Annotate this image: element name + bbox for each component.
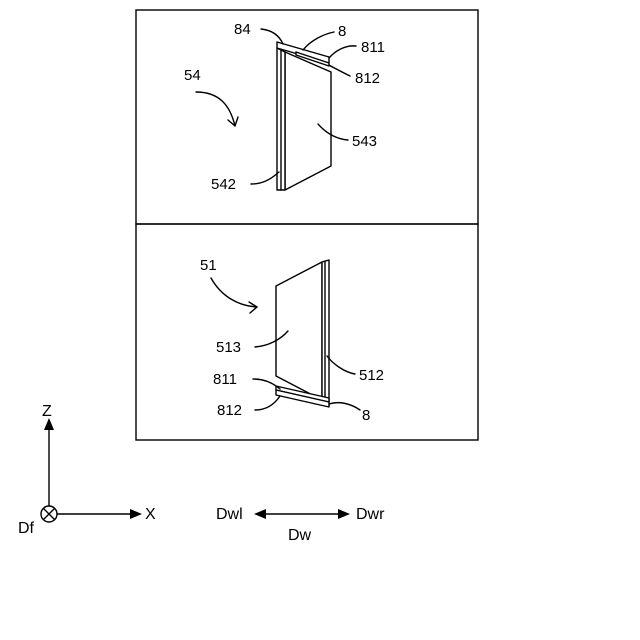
upper-panel: 54 84 8 811 812 543 542 — [136, 10, 478, 224]
label-8-upper: 8 — [338, 23, 346, 40]
df-into-page-icon — [41, 506, 57, 522]
label-x: X — [145, 506, 156, 523]
label-dw: Dw — [288, 527, 312, 544]
label-z: Z — [42, 403, 52, 420]
leader-512 — [327, 356, 355, 374]
leader-811-upper — [329, 46, 356, 58]
lower-panel: 51 513 512 811 812 8 — [136, 224, 478, 440]
label-84: 84 — [234, 21, 251, 38]
leader-542 — [251, 172, 279, 184]
label-812-lower: 812 — [217, 402, 242, 419]
label-811-lower: 811 — [213, 371, 237, 388]
label-513: 513 — [216, 339, 241, 356]
label-dwl: Dwl — [216, 506, 243, 523]
assembly-arrow-51-head — [249, 302, 257, 313]
label-8-lower: 8 — [362, 407, 370, 424]
label-df: Df — [18, 520, 35, 537]
label-811-upper: 811 — [361, 39, 385, 56]
mirror-face-543 — [285, 52, 331, 190]
label-543: 543 — [352, 133, 377, 150]
label-542: 542 — [211, 176, 236, 193]
x-axis-arrowhead — [130, 509, 142, 519]
dw-right-arrowhead — [338, 509, 350, 519]
label-54: 54 — [184, 67, 201, 84]
leader-812-upper — [329, 65, 350, 76]
direction-indicator: Dwl Dwr Dw — [216, 506, 385, 544]
label-812-upper: 812 — [355, 70, 380, 87]
leader-84 — [261, 29, 283, 44]
dw-left-arrowhead — [254, 509, 266, 519]
leader-812-lower — [255, 396, 280, 410]
label-51: 51 — [200, 257, 217, 274]
leader-8-lower — [329, 403, 360, 410]
label-512: 512 — [359, 367, 384, 384]
mirror-face-513 — [276, 262, 322, 400]
label-dwr: Dwr — [356, 506, 385, 523]
leader-8-upper — [303, 32, 334, 50]
